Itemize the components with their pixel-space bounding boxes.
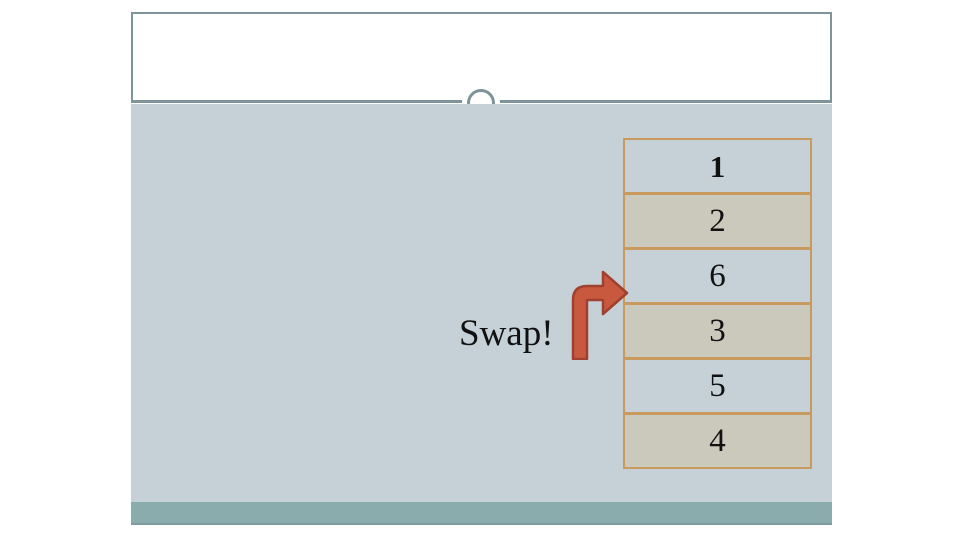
footer-band xyxy=(131,502,832,525)
bent-arrow-right-icon xyxy=(571,270,629,360)
array-cell-value: 2 xyxy=(709,202,726,239)
array-cell-value: 5 xyxy=(709,367,726,404)
array-cell[interactable]: 6 xyxy=(623,248,812,304)
array-cell[interactable]: 2 xyxy=(623,193,812,249)
footer-edge xyxy=(131,523,832,525)
array-cell-value: 1 xyxy=(709,148,726,184)
slide-canvas: 1 2 6 3 5 4 Swap! xyxy=(131,12,832,525)
array-cell-value: 4 xyxy=(709,422,726,459)
array-cell-value: 3 xyxy=(709,312,726,349)
array-cell-value: 6 xyxy=(709,257,726,294)
array-cell[interactable]: 3 xyxy=(623,303,812,359)
swap-array: 1 2 6 3 5 4 xyxy=(623,138,812,473)
array-cell[interactable]: 1 xyxy=(623,138,812,194)
array-cell[interactable]: 4 xyxy=(623,413,812,469)
array-cell[interactable]: 5 xyxy=(623,358,812,414)
swap-label: Swap! xyxy=(459,313,554,354)
